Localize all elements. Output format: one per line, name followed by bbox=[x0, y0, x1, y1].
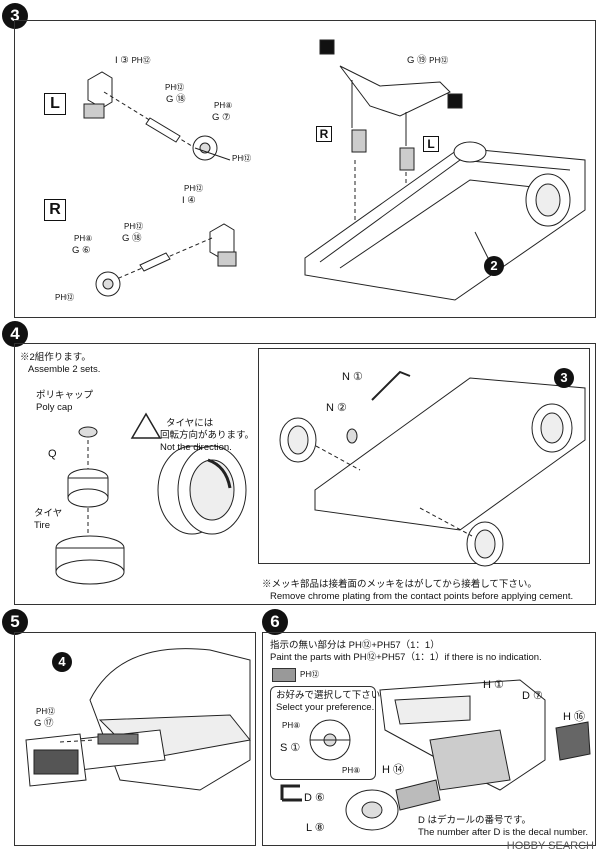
g18-left-paint: PH⑫ bbox=[165, 83, 185, 92]
step-3-left-box: L bbox=[44, 93, 66, 115]
step-4-note-en: Assemble 2 sets. bbox=[28, 364, 101, 375]
right-bolt-paint: PH⑫ bbox=[55, 293, 75, 302]
i4-paint: PH⑫ bbox=[184, 184, 204, 193]
g17-paint: PH⑫ bbox=[36, 707, 56, 716]
h14-label: H ⑭ bbox=[382, 764, 404, 776]
chrome-note-en: Remove chrome plating from the contact p… bbox=[270, 591, 574, 602]
i3-paint: PH⑫ bbox=[131, 56, 151, 65]
direction-en: Not the direction. bbox=[160, 442, 232, 453]
step-3-number: 3 bbox=[2, 3, 28, 29]
ref-step-4: 4 bbox=[52, 652, 72, 672]
q-label: Q bbox=[48, 448, 57, 460]
n2-label: N ② bbox=[326, 402, 347, 414]
g18-left-label: G ⑱ bbox=[166, 94, 186, 105]
step-5-panel bbox=[14, 632, 256, 846]
paint-swatch bbox=[272, 668, 296, 682]
paint-note-jp: 指示の無い部分は PH⑫+PH57（1：1） bbox=[270, 640, 440, 651]
direction-jp-1: タイヤには bbox=[166, 418, 214, 429]
tire-en: Tire bbox=[34, 520, 51, 531]
s1-paint: PH⑧ bbox=[282, 721, 301, 730]
d7-label: D ⑦ bbox=[522, 690, 543, 702]
s1-paint-2: PH⑧ bbox=[342, 766, 361, 775]
g17-label: G ⑰ bbox=[34, 718, 54, 729]
step-6-number: 6 bbox=[262, 609, 288, 635]
g19-part: G ⑲ bbox=[407, 55, 427, 66]
swatch-label: PH⑫ bbox=[300, 670, 320, 679]
frame-r-box: R bbox=[316, 126, 332, 142]
tire-jp: タイヤ bbox=[34, 508, 63, 519]
n1-label: N ① bbox=[342, 371, 363, 383]
step-4-panel bbox=[14, 343, 596, 605]
chrome-note-jp: ※メッキ部品は接着面のメッキをはがしてから接着して下さい。 bbox=[262, 579, 537, 590]
frame-l-box: L bbox=[423, 136, 439, 152]
decal-note-jp: D はデカールの番号です。 bbox=[418, 815, 532, 826]
preference-box bbox=[270, 686, 376, 780]
h16-label: H ⑯ bbox=[563, 711, 585, 723]
g7-paint: PH⑧ bbox=[214, 101, 233, 110]
i4-label: I ④ bbox=[182, 195, 196, 206]
l8-label: L ⑧ bbox=[306, 822, 325, 834]
direction-jp-2: 回転方向があります。 bbox=[160, 430, 255, 441]
h1-label: H ① bbox=[483, 679, 504, 691]
ref-step-3: 3 bbox=[554, 368, 574, 388]
step-3-right-box: R bbox=[44, 199, 66, 221]
g6-paint: PH⑧ bbox=[74, 234, 93, 243]
g7-label: G ⑦ bbox=[212, 112, 231, 123]
g18-right-paint: PH⑫ bbox=[124, 222, 144, 231]
paint-note-en: Paint the parts with PH⑫+PH57（1：1）if the… bbox=[270, 652, 542, 663]
preference-en: Select your preference. bbox=[276, 702, 375, 713]
step-3-panel bbox=[14, 20, 596, 318]
g19-paint: PH⑫ bbox=[429, 56, 449, 65]
step-4-subpanel bbox=[258, 348, 590, 564]
polycap-en: Poly cap bbox=[36, 402, 73, 413]
step-3-i3: I ③ PH⑫ bbox=[115, 55, 151, 66]
step-4-note-jp: ※2組作ります。 bbox=[20, 352, 91, 363]
preference-jp: お好みで選択して下さい。 bbox=[276, 690, 390, 701]
d6-label: D ⑥ bbox=[304, 792, 325, 804]
s1-label: S ① bbox=[280, 742, 301, 754]
polycap-jp: ポリキャップ bbox=[36, 390, 94, 401]
ref-step-2: 2 bbox=[484, 256, 504, 276]
left-bolt-paint: PH⑫ bbox=[232, 154, 252, 163]
g19-label: G ⑲ PH⑫ bbox=[407, 55, 448, 66]
watermark: HOBBY SEARCH bbox=[506, 840, 594, 852]
g18-right-label: G ⑱ bbox=[122, 233, 142, 244]
g6-label: G ⑥ bbox=[72, 245, 91, 256]
i3-label: I ③ bbox=[115, 55, 129, 66]
step-5-number: 5 bbox=[2, 609, 28, 635]
step-4-number: 4 bbox=[2, 321, 28, 347]
decal-note-en: The number after D is the decal number. bbox=[418, 827, 589, 838]
step-6-panel bbox=[262, 632, 596, 846]
